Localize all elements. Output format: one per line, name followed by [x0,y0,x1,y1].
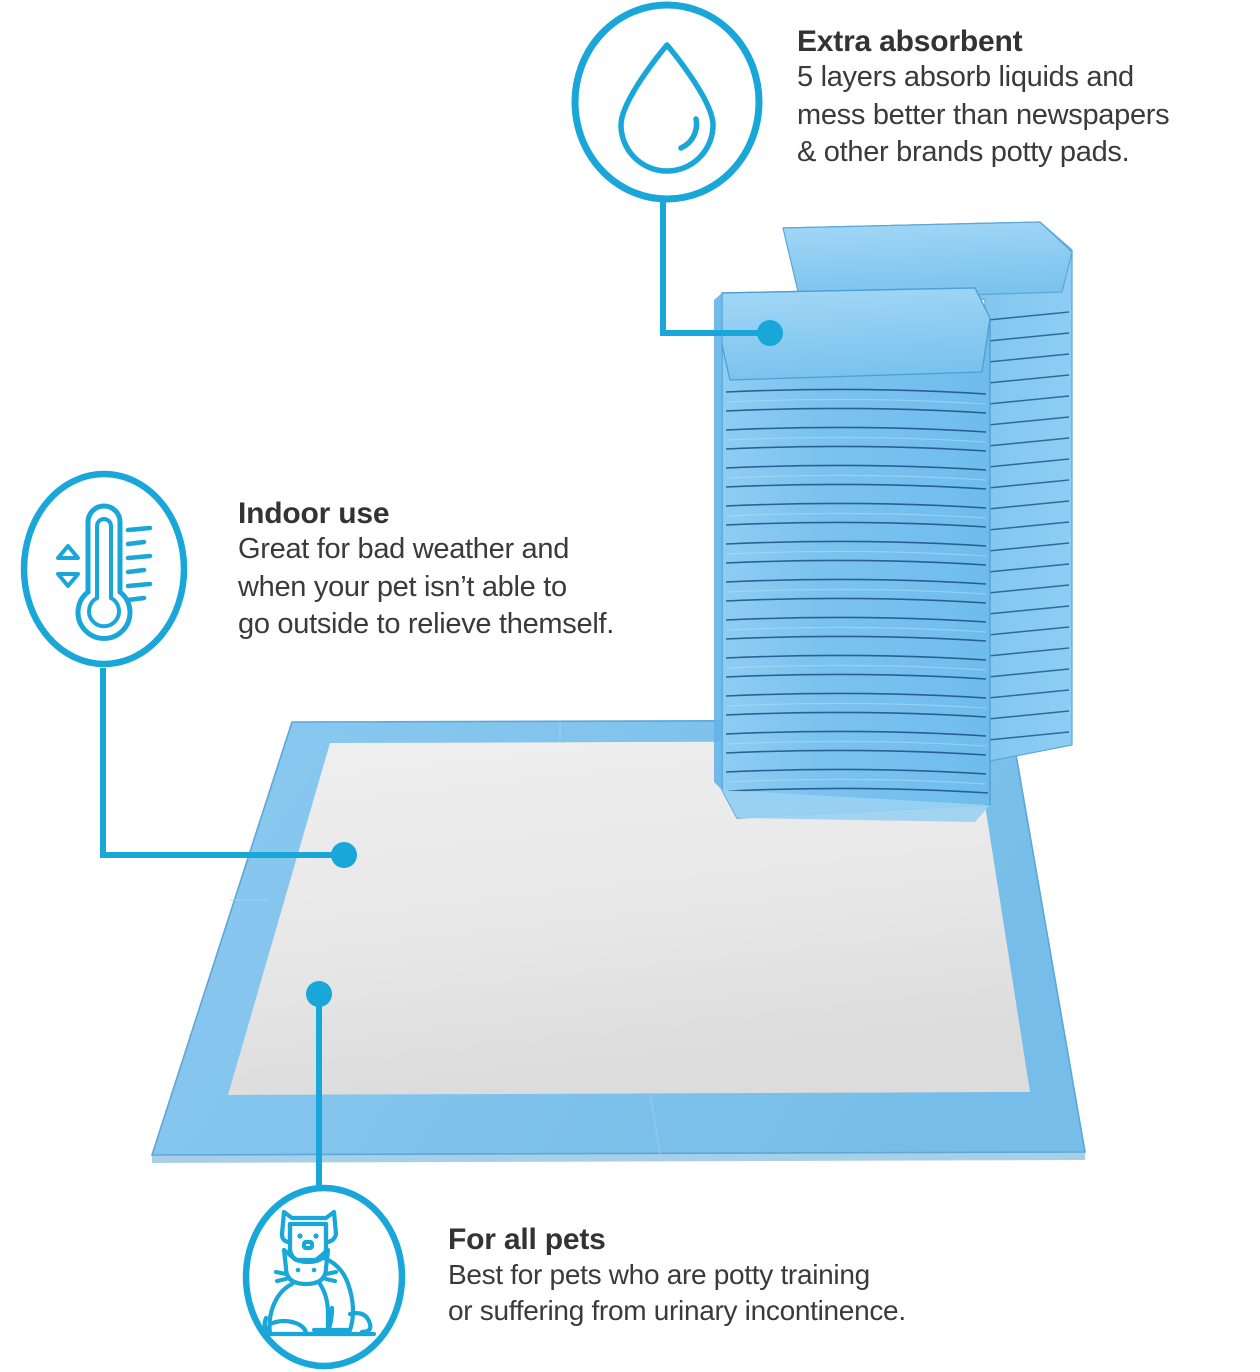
callout-title-for-all-pets: For all pets [448,1223,606,1256]
floor-training-pad [150,719,1086,1163]
dog-and-cat-icon [242,1184,406,1370]
callout-body-line: or suffering from urinary incontinence. [448,1295,906,1327]
callout-body-for-all-pets: Best for pets who are potty training or … [448,1257,906,1329]
anchor-dot-extra-absorbent [757,320,783,346]
callout-body-line: mess better than newspapers [797,98,1170,131]
stacked-training-pads [714,221,1073,822]
badge-extra-absorbent[interactable] [569,1,765,210]
callout-text-indoor-use: Indoor use Great for bad weather and whe… [238,496,614,643]
thermometer-icon [20,470,188,668]
callout-text-for-all-pets: For all pets Best for pets who are potty… [448,1222,906,1329]
callout-body-indoor-use: Great for bad weather and when your pet … [238,531,614,642]
badge-indoor-use[interactable] [18,470,190,675]
anchor-dot-for-all-pets [306,981,332,1007]
badge-for-all-pets[interactable] [240,1184,408,1372]
callout-body-extra-absorbent: 5 layers absorb liquids and mess better … [797,59,1170,170]
callout-body-line: Great for bad weather and [238,533,570,566]
callout-title-indoor-use: Indoor use [238,497,390,530]
callout-body-line: Best for pets who are potty training [448,1259,870,1291]
callout-anchor-dots [306,320,783,1007]
connector-indoor-use [100,668,335,858]
callout-text-extra-absorbent: Extra absorbent 5 layers absorb liquids … [797,24,1170,171]
water-drop-icon [571,1,763,203]
anchor-dot-indoor-use [331,842,357,868]
connector-extra-absorbent [660,200,764,336]
callout-body-line: & other brands potty pads. [797,135,1130,168]
callout-body-line: go outside to relieve themself. [238,607,614,640]
callout-connectors [100,200,764,1190]
callout-body-line: when your pet isn’t able to [238,570,567,603]
callout-body-line: 5 layers absorb liquids and [797,61,1134,94]
callout-title-extra-absorbent: Extra absorbent [797,25,1023,58]
